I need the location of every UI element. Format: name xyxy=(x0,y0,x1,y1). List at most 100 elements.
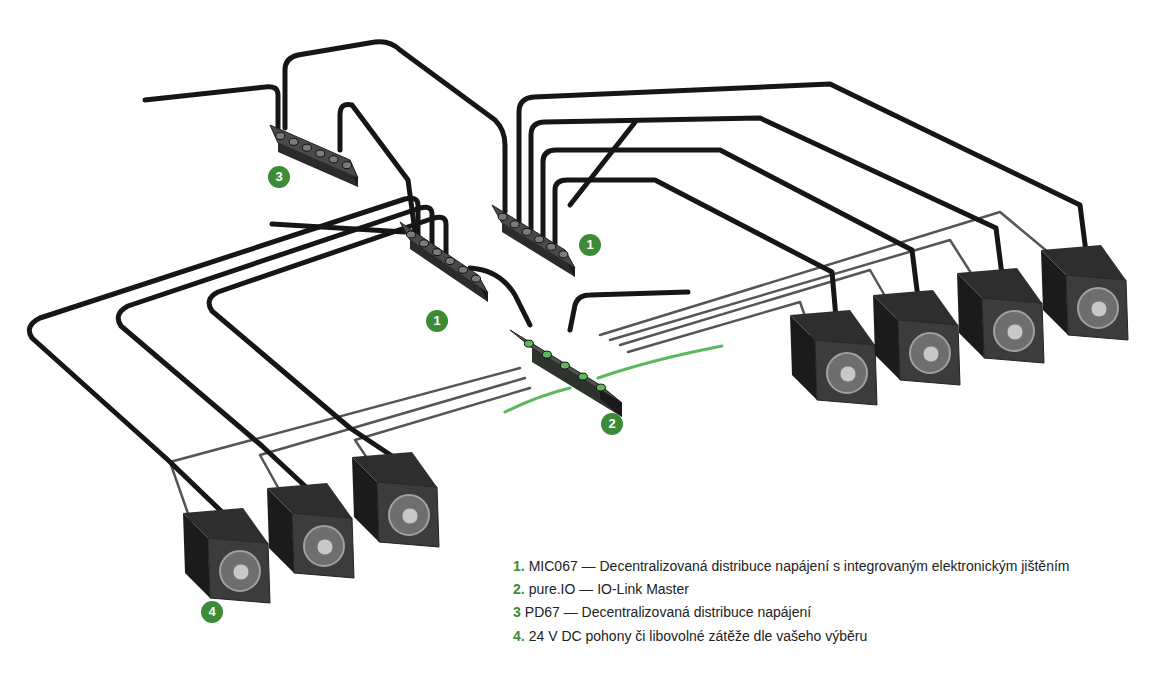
module-port xyxy=(302,144,311,151)
signal-cables xyxy=(170,212,1060,525)
power-cable xyxy=(272,224,405,232)
motor-side xyxy=(183,513,210,598)
power-cable xyxy=(145,87,278,128)
modules xyxy=(270,125,622,417)
callout-number: 1. xyxy=(513,558,525,574)
module-port xyxy=(560,362,569,369)
callout-number: 4. xyxy=(513,628,525,644)
callout-text: 2 xyxy=(608,416,615,431)
motor-bearing xyxy=(304,526,344,566)
motor-flange xyxy=(377,482,439,547)
module-port xyxy=(542,351,551,358)
callout-number: 4 xyxy=(201,601,223,623)
motor-side xyxy=(957,273,984,358)
module-top xyxy=(492,205,575,268)
motor-flange xyxy=(898,320,960,385)
module-port xyxy=(578,373,587,380)
module-port xyxy=(522,228,531,235)
module-port xyxy=(559,251,568,258)
motor-bearing xyxy=(910,333,950,373)
module-port xyxy=(342,162,351,169)
motor-bearing xyxy=(827,353,867,393)
module-port xyxy=(329,156,338,163)
motor-shaft xyxy=(1007,324,1023,340)
module-port xyxy=(276,133,285,140)
callout-number: 2 xyxy=(601,413,623,435)
motor-shaft xyxy=(233,564,249,580)
power-cable xyxy=(470,268,530,325)
motor-flange xyxy=(1066,275,1128,340)
module-port xyxy=(446,258,455,265)
power-cable xyxy=(570,292,688,330)
signal-cable xyxy=(170,368,520,525)
motor-bearing xyxy=(994,311,1034,351)
motor-flange xyxy=(982,298,1044,363)
module-port xyxy=(407,231,416,238)
power-cables xyxy=(29,42,1086,512)
power-cable xyxy=(285,42,505,212)
module-port xyxy=(459,266,468,273)
module-port xyxy=(289,138,298,145)
power-cable xyxy=(531,118,1002,275)
module-side xyxy=(410,240,488,302)
motor-bearing xyxy=(220,551,260,591)
motors xyxy=(183,245,1128,603)
callout-number: 3 xyxy=(268,166,290,188)
module-housing xyxy=(510,330,622,417)
callout-text: 3 xyxy=(275,169,282,184)
motor-shaft xyxy=(1091,301,1107,317)
module-port xyxy=(524,340,533,347)
motor xyxy=(957,268,1044,363)
module-port xyxy=(472,275,481,282)
part-description: MIC067 — Decentralizovaná distribuce nap… xyxy=(529,558,1070,574)
motor-flange xyxy=(208,538,270,603)
motor-side xyxy=(873,295,900,380)
ethernet-cable xyxy=(598,346,722,378)
module-port xyxy=(535,236,544,243)
legend-line: 1.MIC067 — Decentralizovaná distribuce n… xyxy=(513,557,1070,575)
callout-text: 1 xyxy=(433,313,440,328)
module-port xyxy=(510,221,519,228)
motor-flange xyxy=(292,513,354,578)
legend-line: 2.pure.IO — IO-Link Master xyxy=(513,580,689,598)
legend-line: 4.24 V DC pohony či libovolné zátěže dle… xyxy=(513,627,867,645)
motor-shaft xyxy=(923,346,939,362)
module-housing xyxy=(400,222,488,302)
motor xyxy=(267,483,354,578)
module-port xyxy=(420,240,429,247)
motor-side xyxy=(790,315,817,400)
callout-number: 3 xyxy=(513,604,521,620)
motor-side xyxy=(267,488,294,573)
motor xyxy=(183,508,270,603)
motor-shaft xyxy=(402,508,418,524)
callout-text: 1 xyxy=(586,237,593,252)
power-cable xyxy=(519,84,1086,252)
power-cable xyxy=(118,207,432,487)
module-side xyxy=(532,348,622,417)
module-port xyxy=(547,243,556,250)
callout-text: 4 xyxy=(208,604,215,619)
motor xyxy=(352,452,439,547)
power-cable xyxy=(570,121,636,205)
motor-shaft xyxy=(317,539,333,555)
module-port xyxy=(433,249,442,256)
callout-number: 2. xyxy=(513,581,525,597)
module-top xyxy=(510,330,622,403)
motor xyxy=(873,290,960,385)
power-cable xyxy=(209,217,446,456)
callout-number: 1 xyxy=(579,234,601,256)
motor-flange xyxy=(815,340,877,405)
motor-shaft xyxy=(840,366,856,382)
signal-cable xyxy=(620,270,900,345)
callout-number: 1 xyxy=(426,310,448,332)
part-description: PD67 — Decentralizovaná distribuce napáj… xyxy=(525,604,811,620)
motor-side xyxy=(352,457,379,542)
power-cable xyxy=(555,180,836,318)
module-port xyxy=(316,150,325,157)
part-description: 24 V DC pohony či libovolné zátěže dle v… xyxy=(529,628,868,644)
motor-bearing xyxy=(1078,288,1118,328)
signal-cable xyxy=(628,302,815,352)
module-housing xyxy=(492,205,575,277)
ethernet-cable xyxy=(505,388,570,412)
